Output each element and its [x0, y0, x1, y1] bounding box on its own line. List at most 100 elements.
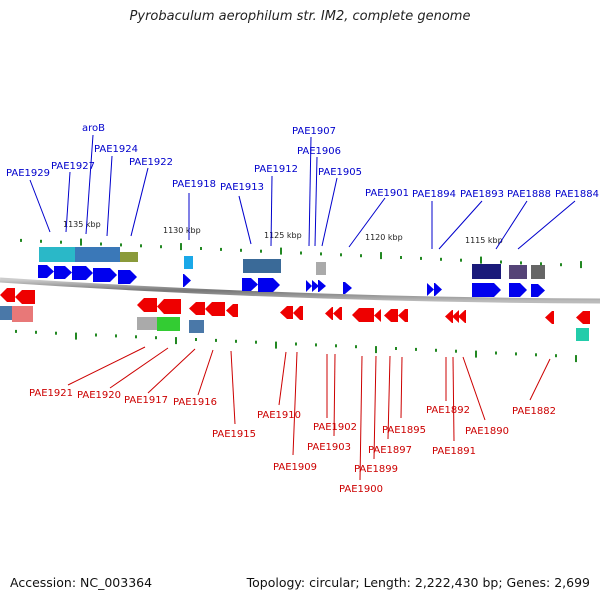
scale-ticks	[15, 238, 582, 363]
forward-gene-arrow[interactable]	[183, 274, 191, 287]
scale-tick	[400, 256, 402, 259]
scale-tick	[420, 256, 422, 260]
forward-gene-arrow[interactable]	[509, 283, 527, 297]
reverse-gene-arrow[interactable]	[325, 307, 333, 320]
gene-label[interactable]: PAE1884	[555, 189, 599, 200]
reverse-gene-arrow[interactable]	[333, 307, 342, 320]
gene-label[interactable]: PAE1907	[292, 126, 336, 137]
reverse-gene-arrow[interactable]	[189, 302, 205, 315]
gene-label[interactable]: PAE1895	[382, 425, 426, 436]
forward-genes	[38, 265, 545, 297]
forward-gene-arrow[interactable]	[242, 278, 258, 291]
reverse-gene-arrow[interactable]	[293, 306, 303, 320]
label-leader	[495, 200, 528, 250]
scale-tick	[335, 344, 337, 348]
label-leader	[67, 346, 146, 386]
forward-gene-arrow[interactable]	[343, 282, 352, 294]
scale-tick	[415, 347, 417, 351]
label-leader	[65, 171, 71, 233]
forward-gene-arrow[interactable]	[318, 280, 326, 292]
reverse-gene-arrow[interactable]	[352, 308, 374, 322]
forward-gene-arrow[interactable]	[54, 266, 72, 279]
forward-gene-arrow[interactable]	[531, 284, 545, 297]
gene-label[interactable]: PAE1890	[465, 426, 509, 437]
feature-bar	[531, 265, 545, 279]
reverse-gene-arrow[interactable]	[15, 290, 35, 304]
gene-label[interactable]: PAE1882	[512, 406, 556, 417]
gene-label[interactable]: PAE1892	[426, 405, 470, 416]
label-leader	[292, 351, 298, 456]
reverse-gene-arrow[interactable]	[458, 310, 466, 323]
label-leader	[197, 349, 214, 396]
gene-label[interactable]: PAE1912	[254, 164, 298, 175]
scale-tick	[395, 347, 397, 350]
forward-gene-arrow[interactable]	[312, 280, 319, 292]
gene-label[interactable]: PAE1888	[507, 189, 551, 200]
scale-tick	[580, 261, 582, 269]
gene-label[interactable]: PAE1905	[318, 167, 362, 178]
label-leader	[230, 350, 236, 425]
label-leader	[130, 167, 149, 237]
gene-label[interactable]: PAE1894	[412, 189, 456, 200]
reverse-gene-arrow[interactable]	[157, 299, 181, 314]
gene-label[interactable]: PAE1910	[257, 410, 301, 421]
reverse-gene-arrow[interactable]	[205, 302, 225, 316]
gene-label[interactable]: PAE1901	[365, 188, 409, 199]
reverse-gene-arrow[interactable]	[445, 310, 453, 323]
gene-label[interactable]: PAE1900	[339, 484, 383, 495]
gene-label[interactable]: PAE1920	[77, 390, 121, 401]
reverse-gene-arrow[interactable]	[137, 298, 157, 312]
gene-label[interactable]: PAE1913	[220, 182, 264, 193]
reverse-gene-arrow[interactable]	[226, 304, 238, 317]
feature-bar	[137, 317, 157, 330]
scale-tick	[495, 351, 497, 355]
gene-label[interactable]: PAE1893	[460, 189, 504, 200]
forward-gene-arrow[interactable]	[427, 283, 434, 296]
gene-label[interactable]: PAE1909	[273, 462, 317, 473]
forward-gene-arrow[interactable]	[258, 278, 280, 292]
gene-label[interactable]: PAE1927	[51, 161, 95, 172]
gene-label[interactable]: PAE1906	[297, 146, 341, 157]
gene-label[interactable]: PAE1916	[173, 397, 217, 408]
gene-label[interactable]: PAE1915	[212, 429, 256, 440]
gene-label[interactable]: PAE1921	[29, 388, 73, 399]
reverse-gene-arrow[interactable]	[0, 288, 15, 302]
label-leader	[270, 175, 273, 247]
reverse-gene-arrow[interactable]	[384, 309, 398, 322]
scale-tick	[435, 348, 437, 352]
label-leader	[109, 347, 169, 389]
gene-label[interactable]: aroB	[82, 123, 105, 134]
forward-gene-arrow[interactable]	[72, 266, 93, 280]
gene-label[interactable]: PAE1897	[368, 445, 412, 456]
gene-label[interactable]: PAE1902	[313, 422, 357, 433]
gene-label[interactable]: PAE1899	[354, 464, 398, 475]
gene-label[interactable]: PAE1903	[307, 442, 351, 453]
label-leader	[529, 358, 551, 401]
gene-label[interactable]: PAE1922	[129, 157, 173, 168]
label-leader	[400, 356, 403, 419]
scale-tick	[55, 331, 57, 335]
reverse-gene-arrow[interactable]	[398, 309, 408, 322]
feature-bar	[39, 247, 75, 262]
gene-label[interactable]: PAE1924	[94, 144, 138, 155]
forward-gene-arrow[interactable]	[472, 283, 501, 297]
gene-label[interactable]: PAE1917	[124, 395, 168, 406]
gene-label[interactable]: PAE1891	[432, 446, 476, 457]
forward-gene-arrow[interactable]	[434, 283, 442, 296]
reverse-gene-arrow[interactable]	[374, 309, 381, 322]
gene-label[interactable]: PAE1929	[6, 168, 50, 179]
reverse-gene-arrow[interactable]	[280, 306, 293, 319]
scale-tick	[280, 247, 282, 255]
forward-gene-arrow[interactable]	[38, 265, 54, 278]
forward-gene-arrow[interactable]	[93, 268, 117, 282]
forward-gene-arrow[interactable]	[118, 270, 137, 284]
forward-gene-arrow[interactable]	[306, 280, 312, 292]
map-title: Pyrobaculum aerophilum str. IM2, complet…	[129, 9, 471, 24]
feature-bar	[184, 256, 193, 269]
reverse-gene-arrow[interactable]	[545, 311, 554, 324]
label-leader	[462, 356, 486, 421]
reverse-gene-arrow[interactable]	[576, 311, 590, 324]
reverse-gene-arrow[interactable]	[452, 310, 459, 323]
feature-bar	[75, 247, 120, 262]
gene-label[interactable]: PAE1918	[172, 179, 216, 190]
